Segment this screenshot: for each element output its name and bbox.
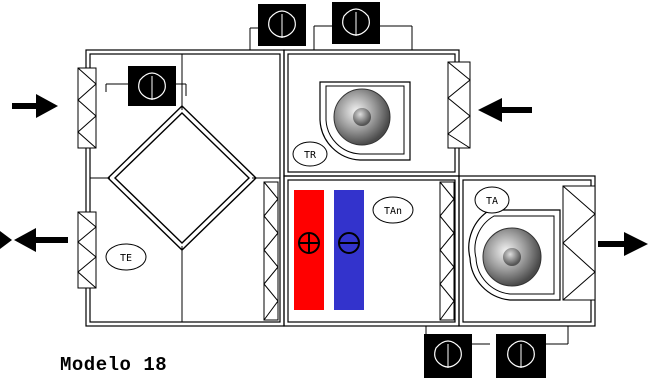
- damper-actuator-icon: [249, 4, 306, 50]
- heating-coil-icon: [294, 190, 324, 310]
- damper-actuator-icon: [496, 326, 569, 378]
- sensor-ta-label: TA: [486, 196, 498, 207]
- sensor-tan-label: TAn: [384, 206, 402, 217]
- sensor-tan: TAn: [372, 196, 414, 224]
- filter-return-intake-icon: [447, 61, 471, 149]
- filter-internal-left-icon: [263, 181, 279, 321]
- sensor-te-label: TE: [120, 253, 132, 264]
- arrow-right-icon: [12, 94, 58, 118]
- arrow-left-icon: [0, 228, 68, 252]
- supply-fan-icon: [468, 209, 561, 301]
- filter-supply-outlet-icon: [562, 185, 596, 301]
- sensor-te: TE: [105, 243, 147, 271]
- model-caption: Modelo 18: [60, 354, 168, 376]
- damper-actuator-icon: [313, 2, 413, 50]
- arrow-right-icon: [598, 232, 648, 256]
- sensor-tr-label: TR: [304, 150, 317, 161]
- damper-actuator-icon: [105, 66, 187, 106]
- sensor-ta: TA: [474, 186, 510, 214]
- cooling-coil-icon: [334, 190, 364, 310]
- filter-internal-right-icon: [439, 181, 455, 321]
- sensor-tr: TR: [292, 141, 328, 167]
- filter-exhaust-icon: [77, 211, 97, 289]
- heat-exchanger-icon: [106, 105, 258, 251]
- return-fan-icon: [319, 81, 411, 161]
- filter-outdoor-intake-icon: [77, 67, 97, 149]
- damper-actuator-icon: [424, 326, 490, 378]
- arrow-left-icon: [478, 98, 532, 122]
